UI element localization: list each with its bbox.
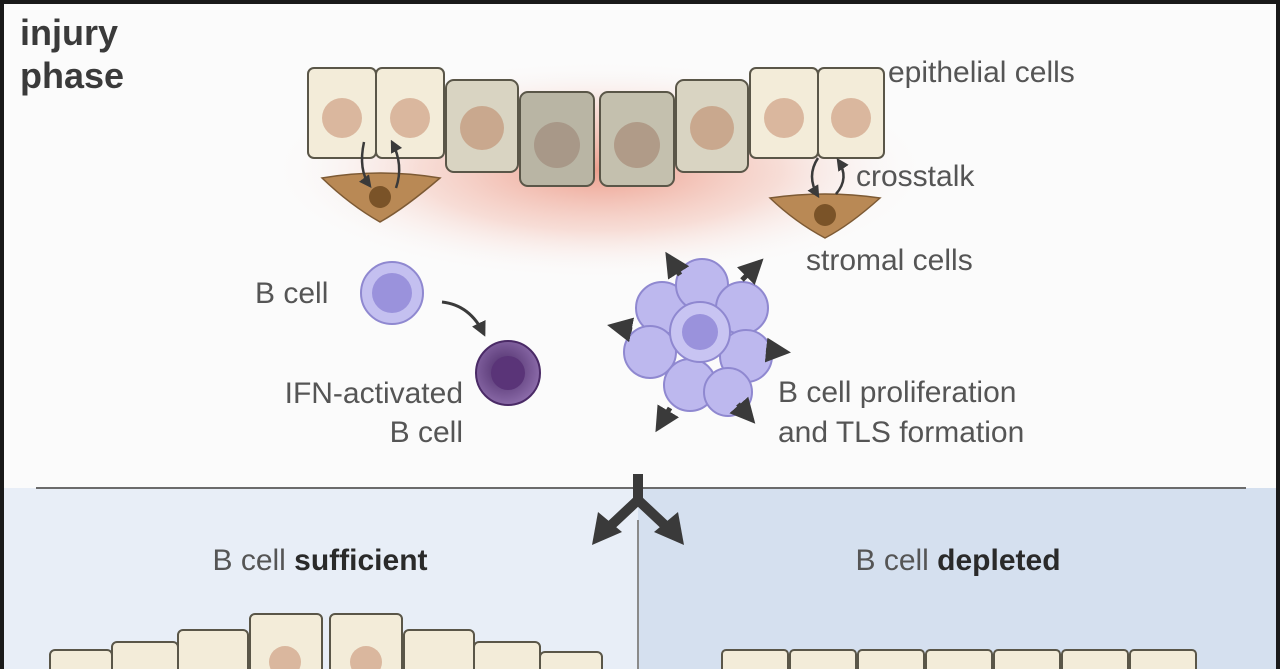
phase-label-line1: injury <box>20 12 118 53</box>
crosstalk-arrows-right <box>807 157 849 199</box>
damaged-epithelial-cell <box>445 79 519 173</box>
proliferation-label-line2: and TLS formation <box>778 416 1024 449</box>
ifn-activated-label-line1: IFN-activated <box>285 377 463 410</box>
stromal-cell-left <box>320 172 442 223</box>
epithelial-cell <box>375 67 445 159</box>
crosstalk-label: crosstalk <box>856 160 975 193</box>
outcome-fork-arrow <box>592 474 684 545</box>
ifn-activated-b-cell <box>475 340 541 406</box>
crosstalk-arrows-left <box>359 139 403 189</box>
epithelial-cell <box>307 67 377 159</box>
depleted-panel-title: B cell depleted <box>855 544 1060 577</box>
damaged-epithelial-cell <box>675 79 749 173</box>
sufficient-prefix: B cell <box>212 544 294 577</box>
depleted-emphasis: depleted <box>937 544 1060 577</box>
depleted-prefix: B cell <box>855 544 937 577</box>
epithelial-layer-depleted <box>721 649 1197 669</box>
proliferation-label-line1: B cell proliferation <box>778 376 1016 409</box>
epithelial-cell <box>817 67 885 159</box>
epithelial-layer-sufficient <box>49 613 603 669</box>
proliferation-arrows <box>607 251 791 433</box>
epithelial-cells-label: epithelial cells <box>888 56 1075 89</box>
ifn-activated-label-line2: B cell <box>390 416 463 449</box>
phase-label-line2: phase <box>20 55 124 96</box>
activation-arrow <box>441 300 486 337</box>
damaged-epithelial-cell <box>519 91 595 187</box>
sufficient-emphasis: sufficient <box>294 544 427 577</box>
damaged-epithelial-cell <box>599 91 675 187</box>
b-cell-cluster <box>623 258 773 417</box>
stromal-cells-label: stromal cells <box>806 244 973 277</box>
b-cell-label: B cell <box>255 277 328 310</box>
sufficient-panel-title: B cell sufficient <box>212 544 427 577</box>
epithelial-cell <box>749 67 819 159</box>
b-cell <box>360 261 424 325</box>
depleted-panel-background <box>638 488 1276 669</box>
epithelial-layer-injury <box>307 67 885 187</box>
